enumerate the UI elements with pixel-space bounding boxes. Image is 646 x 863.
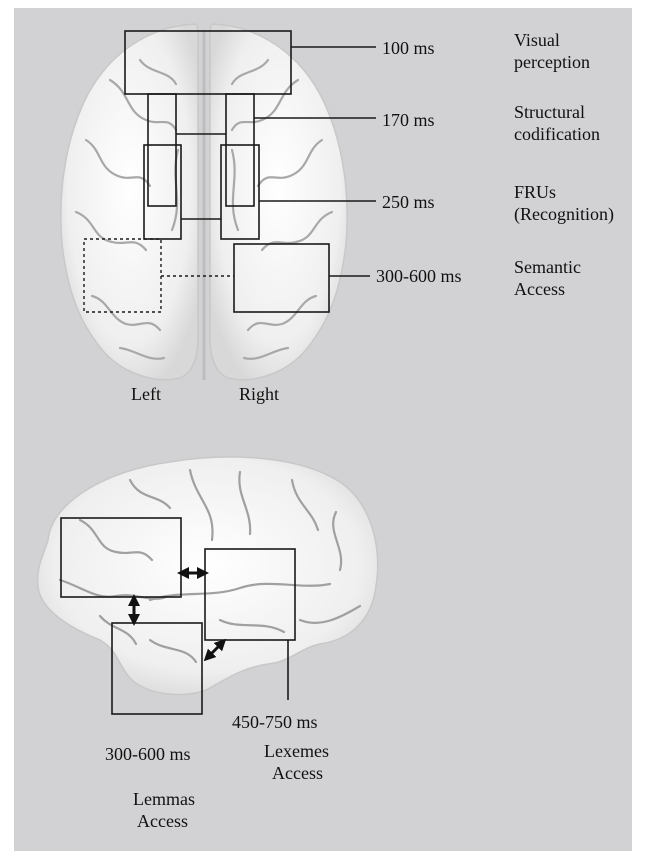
lexemes-time-label: 450-750 ms: [232, 712, 318, 732]
stage-name-frus-line1: FRUs: [514, 182, 556, 202]
lateral-brain: [38, 457, 378, 695]
lemmas-label-line2: Access: [137, 811, 188, 831]
stage-name-semantic-line1: Semantic: [514, 257, 581, 277]
stage-time-semantic: 300-600 ms: [376, 266, 462, 286]
stage-time-structural: 170 ms: [382, 110, 435, 130]
hemisphere-left-label: Left: [131, 384, 161, 404]
lemmas-time-label: 300-600 ms: [105, 744, 191, 764]
stage-name-structural-line1: Structural: [514, 102, 585, 122]
lexemes-label-line2: Access: [272, 763, 323, 783]
right-hemisphere: [210, 24, 347, 380]
stage-name-visual-line2: perception: [514, 52, 590, 72]
hemisphere-right-label: Right: [239, 384, 279, 404]
stage-name-structural-line2: codification: [514, 124, 600, 144]
stage-name-semantic-line2: Access: [514, 279, 565, 299]
brain-lateral-view: [38, 457, 378, 714]
stage-name-frus-line2: (Recognition): [514, 204, 614, 224]
stage-time-frus: 250 ms: [382, 192, 435, 212]
stage-time-visual: 100 ms: [382, 38, 435, 58]
brain-top-view: [61, 24, 376, 380]
lexemes-label-line1: Lexemes: [264, 741, 329, 761]
stage-name-visual-line1: Visual: [514, 30, 560, 50]
lemmas-label-line1: Lemmas: [133, 789, 195, 809]
